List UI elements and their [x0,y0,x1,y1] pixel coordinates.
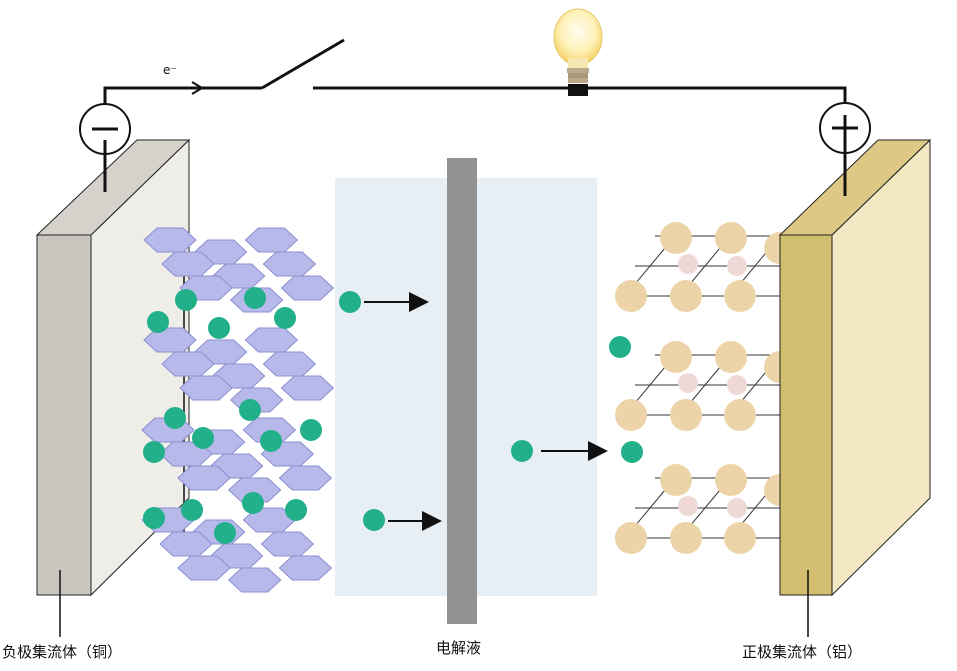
lithium-ion [339,291,361,313]
cathode-atom-small [727,256,747,276]
lithium-ion [274,307,296,329]
cathode-atom [724,280,756,312]
graphene-cell [227,567,282,593]
cathode-atom [660,464,692,496]
negative-collector [35,138,191,597]
graphene-cell [161,351,215,377]
cathode-atom-small [678,373,698,393]
external-circuit [103,86,847,163]
cathode-atom-small [678,496,698,516]
cathode-atom [660,222,692,254]
cathode-atom [715,464,747,496]
graphene-cell [280,375,335,401]
cathode-atom-small [678,254,698,274]
graphene-cell [161,251,215,277]
graphene-cell [244,227,299,253]
graphene-cell [143,227,197,253]
lithium-ion [143,441,165,463]
lithium-ion [147,311,169,333]
graphene-cell [244,327,299,353]
electrolyte-label: 电解液 [436,639,481,657]
graphene-cell [177,465,231,491]
cathode-atom [724,399,756,431]
lithium-ion [285,499,307,521]
electron-label: e⁻ [163,63,177,77]
graphene-cell [177,555,231,581]
cathode-atom [670,399,702,431]
cathode-atom [670,280,702,312]
cathode-atom [615,399,647,431]
cathode-atom [615,280,647,312]
separator [447,158,477,624]
lithium-ion [143,507,165,529]
positive-collector-label: 正极集流体（铝） [742,643,862,661]
cathode-atom [715,341,747,373]
cathode-atom-small [727,375,747,395]
lithium-ion [181,499,203,521]
lithium-ion [511,440,533,462]
lithium-ion [208,317,230,339]
cathode-atom [715,222,747,254]
graphene-cell [260,531,315,557]
graphene-cell [227,477,282,503]
lithium-ion [239,399,261,421]
anode-lithium-ions [143,287,322,544]
cathode-atom [615,522,647,554]
lithium-ion [609,336,631,358]
graphene-cell [179,375,233,401]
negative-collector-label: 负极集流体（铜） [2,643,122,661]
cathode-lattice [615,222,796,554]
lithium-ion [192,427,214,449]
graphene-cell [262,351,317,377]
graphene-cell [159,531,213,557]
light-bulb-icon [553,8,603,96]
lithium-ion [164,407,186,429]
lithium-ion [363,509,385,531]
cathode-atom [670,522,702,554]
lithium-ion [214,522,236,544]
lithium-ion [260,430,282,452]
switch-icon[interactable] [261,38,345,90]
lithium-ion [244,287,266,309]
migrating-ions [339,291,643,531]
graphene-cell [280,275,335,301]
positive-collector [778,138,932,597]
graphene-cell [278,555,333,581]
lithium-ion [175,289,197,311]
cathode-atom [724,522,756,554]
graphene-cell [262,251,317,277]
electron-flow-arrow [150,81,204,95]
cathode-atom-small [727,498,747,518]
lithium-ion [242,492,264,514]
cathode-atom [660,341,692,373]
lithium-ion [300,419,322,441]
lithium-ion [621,441,643,463]
graphene-cell [278,465,333,491]
